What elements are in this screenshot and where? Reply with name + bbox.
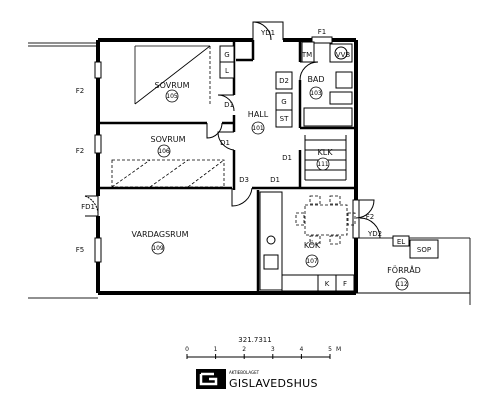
window-f1-label: F1 — [318, 28, 326, 36]
scale-tick-label: 4 — [299, 346, 303, 353]
door-fd1-label: FD1 — [81, 203, 95, 211]
room-hall-number: 101 — [252, 125, 264, 132]
room-klk-label: KLK — [318, 148, 334, 157]
window-f5-label: F5 — [76, 246, 84, 254]
cabinet-d2-label: D2 — [279, 77, 289, 85]
window-f2-right-label: F2 — [366, 213, 374, 221]
cabinet-g2-label: G — [281, 98, 286, 106]
scale-tick-label: 0 — [185, 346, 189, 353]
door-yd2-label: YD2 — [367, 230, 382, 238]
logo-company-small: AKTIEBOLAGET — [229, 370, 260, 375]
cabinet-l-label: L — [225, 67, 229, 75]
room-sovrum-106-number: 106 — [158, 148, 170, 155]
exterior-lines — [28, 42, 471, 305]
cabinet-st-label: ST — [280, 115, 289, 123]
room-bad-number: 103 — [310, 90, 322, 97]
wardrobe-sovrum-106 — [111, 159, 225, 188]
cabinet-g-label: G — [224, 51, 229, 59]
door-d1-bottom-label: D1 — [270, 176, 280, 184]
sop-label: SOP — [417, 246, 431, 254]
counter-f-label: F — [343, 280, 347, 288]
hall-cabinets — [219, 45, 293, 128]
door-yd1-label: YD1 — [260, 29, 275, 37]
scale-label: 321.7311 — [238, 336, 271, 344]
bathroom-fixtures — [301, 41, 353, 127]
room-sovrum-106-label: SOVRUM — [150, 135, 185, 144]
scale-unit: M — [336, 346, 341, 353]
window-f2-top-label: F2 — [76, 87, 84, 95]
scale-tick-label: 5 — [328, 346, 332, 353]
door-d1-hall-label: D1 — [224, 101, 234, 109]
doors — [84, 21, 381, 239]
tm-label: TM — [301, 51, 312, 59]
klk-shelving — [304, 135, 347, 181]
door-d3-label: D3 — [239, 176, 249, 184]
logo: AKTIEBOLAGET GISLAVEDSHUS — [196, 369, 318, 390]
room-klk-number: 111 — [317, 161, 329, 168]
room-labels: SOVRUM 105 SOVRUM 106 HALL 101 BAD 103 K… — [132, 75, 421, 291]
room-kok-label: KÖK — [304, 240, 321, 250]
scale-tick-label: 3 — [271, 346, 275, 353]
room-sovrum-105-number: 105 — [166, 93, 178, 100]
room-kok-number: 107 — [306, 258, 318, 265]
room-forrad-number: 112 — [396, 281, 408, 288]
vvb-label: VVB — [336, 51, 351, 59]
room-hall-label: HALL — [248, 110, 269, 119]
kitchen-counters — [259, 191, 355, 292]
dining-table — [295, 195, 356, 245]
forrad-room — [356, 235, 470, 294]
room-bad-label: BAD — [307, 75, 324, 84]
room-sovrum-105-label: SOVRUM — [154, 81, 189, 90]
logo-company: GISLAVEDSHUS — [229, 377, 318, 390]
counter-k-label: K — [325, 280, 330, 288]
room-forrad-label: FÖRRÅD — [387, 264, 421, 275]
room-vardagsrum-number: 109 — [152, 245, 164, 252]
scale-tick-label: 2 — [242, 346, 246, 353]
wardrobe-sovrum-105 — [134, 45, 211, 105]
door-d1-sovrum-label: D1 — [220, 139, 230, 147]
room-vardagsrum-label: VARDAGSRUM — [132, 230, 189, 239]
scale-tick-label: 1 — [214, 346, 218, 353]
el-label: EL — [397, 238, 405, 246]
symbol-labels: YD1 F1 TM VVB G L D2 G ST D1 D1 D3 D1 D1… — [76, 28, 431, 288]
exterior-walls — [96, 38, 358, 295]
window-f2-mid-label: F2 — [76, 147, 84, 155]
door-d1-klk-label: D1 — [282, 154, 292, 162]
windows — [94, 36, 360, 263]
